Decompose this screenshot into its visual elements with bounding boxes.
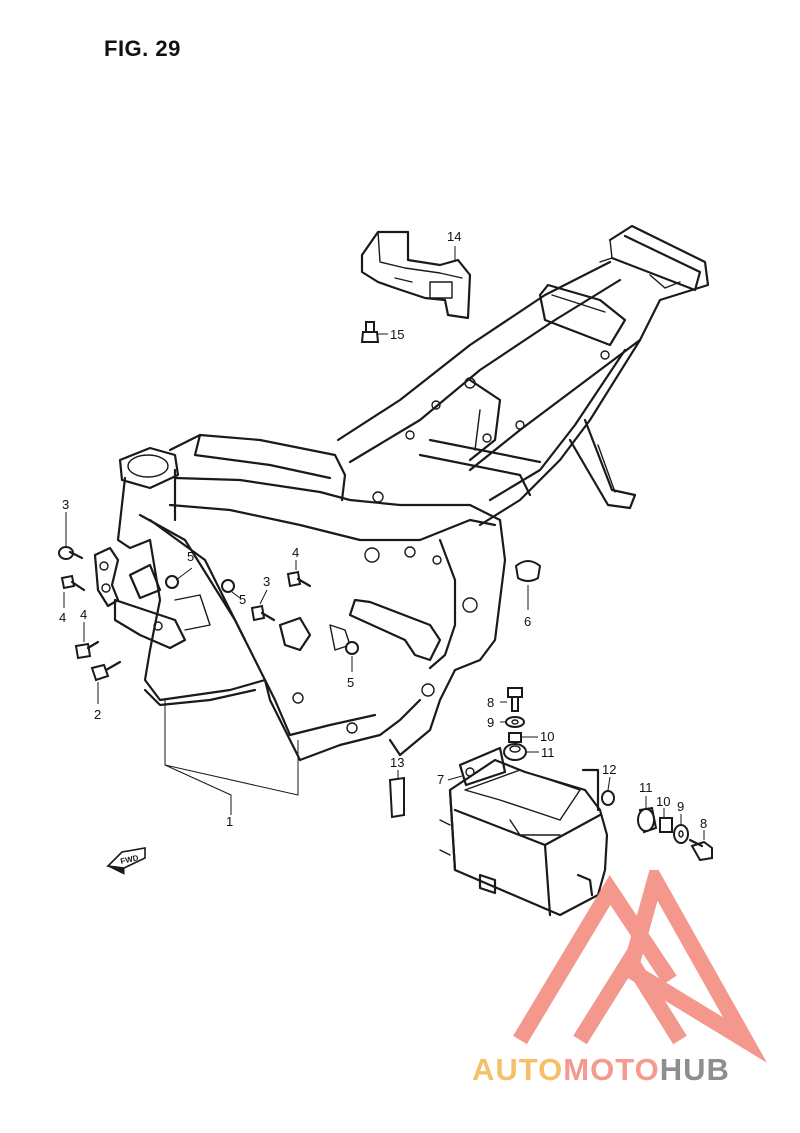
bracket-part-14	[360, 230, 472, 320]
rear-crossmember	[538, 283, 627, 347]
seat-rail-lower	[348, 278, 622, 464]
nut-part-5-right	[345, 641, 359, 655]
fwd-label: FWD	[120, 853, 140, 866]
callout-5-mid: 5	[239, 592, 246, 607]
rear-subframe-inner	[610, 234, 702, 292]
callout-11-side: 11	[639, 780, 653, 795]
bolt-part-8-side	[688, 838, 713, 862]
cushion-part-11-side	[637, 806, 658, 834]
bolt-part-4-left-upper	[60, 574, 86, 592]
callout-12: 12	[602, 762, 616, 777]
callout-5-right: 5	[347, 675, 354, 690]
callout-5-left: 5	[187, 549, 194, 564]
battery-box-part-7	[439, 746, 609, 917]
callout-6: 6	[524, 614, 531, 629]
figure-title: FIG. 29	[104, 36, 181, 61]
frame-drawing	[93, 224, 710, 762]
callout-7: 7	[437, 772, 444, 787]
callout-13: 13	[390, 755, 404, 770]
nut-part-5-left	[165, 575, 179, 589]
bolt-part-15	[360, 321, 380, 343]
fwd-arrow: FWD	[106, 847, 146, 875]
washer-part-9-side	[673, 824, 689, 844]
brand-wordmark: AUTOMOTOHUB	[472, 1052, 730, 1088]
collar-part-10-side	[659, 817, 673, 833]
callout-3-right: 3	[263, 574, 270, 589]
callout-15: 15	[390, 327, 404, 342]
brand-part-moto: MOTO	[563, 1052, 660, 1087]
callout-2: 2	[94, 707, 101, 722]
lower-cradle	[143, 688, 257, 707]
callout-labels: 1 2 3 3 4 4 4 5 5 5 6 7 8 8 9 9 10 10 11…	[59, 229, 707, 831]
main-spar-top	[168, 433, 347, 502]
callout-3-left: 3	[62, 497, 69, 512]
callout-4-left-lower: 4	[80, 607, 87, 622]
bolt-part-3-left	[58, 546, 84, 560]
nut-part-5-mid	[221, 579, 235, 593]
collar-part-10-upper	[508, 732, 522, 743]
leader-lines	[63, 246, 705, 840]
bolt-part-3-right	[250, 604, 276, 622]
callout-4-right: 4	[292, 545, 299, 560]
callout-10-upper: 10	[540, 729, 554, 744]
label-part-13	[388, 776, 405, 819]
nut-part-12	[601, 790, 615, 806]
brand-part-auto: AUTO	[472, 1052, 564, 1087]
side-bracket	[568, 418, 637, 510]
swingarm-pivot-plate	[388, 503, 507, 757]
steering-head	[118, 446, 180, 490]
callout-10-side: 10	[656, 794, 670, 809]
engine-mount-arm	[348, 598, 442, 662]
bolt-part-4-right	[286, 570, 312, 588]
bolt-part-2	[90, 660, 122, 682]
callout-8-upper: 8	[487, 695, 494, 710]
washer-part-9-upper	[505, 716, 525, 728]
callout-8-side: 8	[700, 816, 707, 831]
callout-9-upper: 9	[487, 715, 494, 730]
cushion-part-11-upper	[503, 743, 527, 761]
brand-part-hub: HUB	[659, 1052, 730, 1087]
grommet-part-6	[514, 560, 542, 582]
rear-subframe	[468, 224, 710, 472]
front-bracket	[93, 546, 120, 608]
callout-14: 14	[447, 229, 461, 244]
bolt-part-8-upper	[507, 687, 523, 712]
callout-4-left-upper: 4	[59, 610, 66, 625]
seat-rail-upper	[336, 260, 612, 442]
main-spar-bottom	[168, 503, 497, 542]
callout-1: 1	[226, 814, 233, 829]
callout-11-upper: 11	[541, 745, 555, 760]
automotohub-logo-icon	[513, 870, 767, 1063]
rear-stay-lower	[478, 338, 642, 527]
callout-9-side: 9	[677, 799, 684, 814]
front-downtube-left	[143, 538, 302, 762]
bolt-part-4-left-lower	[74, 640, 100, 660]
